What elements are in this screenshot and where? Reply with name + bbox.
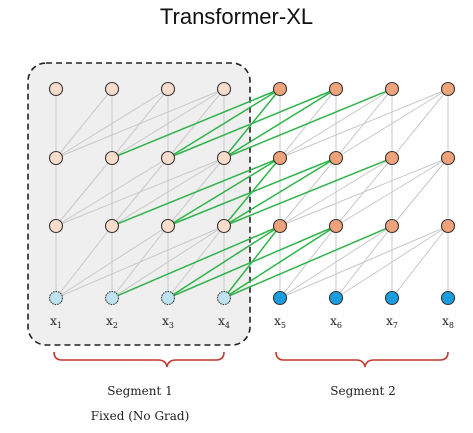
attention-edge xyxy=(391,88,449,159)
hidden-state-node xyxy=(160,218,176,234)
memory-attention-edge xyxy=(167,88,281,159)
input-token-node xyxy=(328,290,344,306)
input-label: x5 xyxy=(274,314,286,330)
memory-attention-edge xyxy=(223,225,393,299)
hidden-state-node xyxy=(272,81,288,97)
memory-attention-edge xyxy=(167,88,337,159)
attention-edge xyxy=(391,157,449,227)
input-label: x2 xyxy=(106,314,118,330)
input-token-node xyxy=(48,290,64,306)
memory-attention-edge xyxy=(111,157,281,227)
attention-edge xyxy=(55,88,169,159)
hidden-state-node xyxy=(48,81,64,97)
input-token-node xyxy=(216,290,232,306)
hidden-state-node xyxy=(216,218,232,234)
hidden-state-node xyxy=(328,150,344,166)
attention-edge xyxy=(279,157,449,227)
attention-edge xyxy=(55,225,169,299)
segment-2-label: Segment 2 xyxy=(330,384,395,398)
input-label: x8 xyxy=(442,314,454,330)
hidden-state-node xyxy=(104,150,120,166)
segment-1-note: Fixed (No Grad) xyxy=(91,409,190,423)
hidden-state-node xyxy=(104,218,120,234)
hidden-state-node xyxy=(440,218,456,234)
attention-edge xyxy=(55,157,113,227)
hidden-state-node xyxy=(216,150,232,166)
attention-edge xyxy=(55,225,113,299)
hidden-state-node xyxy=(48,150,64,166)
attention-edge xyxy=(55,88,113,159)
attention-edge xyxy=(55,225,225,299)
hidden-state-node xyxy=(160,150,176,166)
attention-edge xyxy=(279,157,393,227)
memory-attention-edge xyxy=(223,88,393,159)
memory-attention-edge xyxy=(167,157,281,227)
attention-edge xyxy=(55,88,225,159)
input-label: x6 xyxy=(330,314,342,330)
segment-1-label: Segment 1 xyxy=(107,384,172,398)
input-label: x7 xyxy=(386,314,398,330)
attention-edge xyxy=(111,157,225,227)
hidden-state-node xyxy=(440,150,456,166)
hidden-state-node xyxy=(272,150,288,166)
attention-edge xyxy=(55,157,169,227)
memory-attention-edge xyxy=(167,157,337,227)
memory-attention-edge xyxy=(223,225,337,299)
input-token-node xyxy=(440,290,456,306)
attention-edge xyxy=(111,225,225,299)
segment-2-brace xyxy=(275,351,449,368)
attention-edge xyxy=(335,225,449,299)
attention-edge xyxy=(279,225,449,299)
segment-1-memory-box xyxy=(27,62,251,346)
hidden-state-nodes xyxy=(48,81,456,306)
memory-attention-edge xyxy=(223,157,337,227)
hidden-state-node xyxy=(384,81,400,97)
hidden-state-node xyxy=(440,81,456,97)
hidden-state-node xyxy=(328,81,344,97)
input-token-node xyxy=(160,290,176,306)
hidden-state-node xyxy=(328,218,344,234)
input-label: x3 xyxy=(162,314,174,330)
attention-edges-green xyxy=(111,88,393,299)
hidden-state-node xyxy=(216,81,232,97)
memory-attention-edge xyxy=(111,88,281,159)
hidden-state-node xyxy=(272,218,288,234)
hidden-state-node xyxy=(384,150,400,166)
memory-attention-edge xyxy=(167,225,281,299)
input-label: x4 xyxy=(218,314,230,330)
segment-1-brace xyxy=(53,351,225,368)
input-token-node xyxy=(384,290,400,306)
memory-attention-edge xyxy=(111,225,281,299)
hidden-state-node xyxy=(48,218,64,234)
input-labels: x1 x2 x3 x4 x5 x6 x7 x8 xyxy=(50,314,454,330)
input-label: x1 xyxy=(50,314,62,330)
attention-edge xyxy=(335,88,449,159)
memory-attention-edge xyxy=(223,157,393,227)
attention-edge xyxy=(279,88,449,159)
hidden-state-node xyxy=(104,81,120,97)
attention-edge xyxy=(279,225,393,299)
input-token-node xyxy=(104,290,120,306)
attention-edge xyxy=(279,88,393,159)
attention-edge xyxy=(335,157,449,227)
diagram-title: Transformer-XL xyxy=(159,4,314,29)
attention-edge xyxy=(391,225,449,299)
attention-edge xyxy=(111,88,225,159)
memory-attention-edge xyxy=(167,225,337,299)
hidden-state-node xyxy=(384,218,400,234)
attention-edge xyxy=(55,157,225,227)
memory-attention-edge xyxy=(223,88,337,159)
input-token-node xyxy=(272,290,288,306)
hidden-state-node xyxy=(160,81,176,97)
